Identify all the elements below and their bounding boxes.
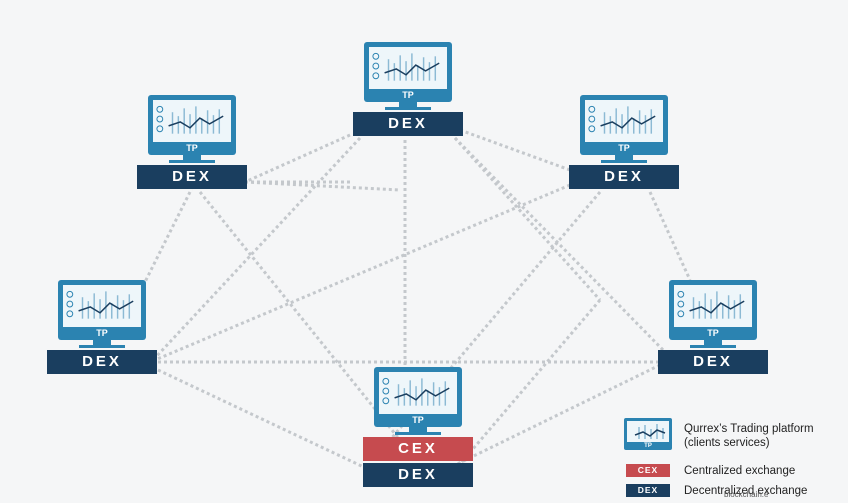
dex-label: DEX: [47, 350, 157, 374]
dex-label: DEX: [137, 165, 247, 189]
cex-label: CEX: [363, 437, 473, 461]
dex-label: DEX: [658, 350, 768, 374]
tp-badge: TP: [707, 328, 719, 338]
legend-cex-desc: Centralized exchange: [684, 465, 796, 477]
tp-badge: TP: [96, 328, 108, 338]
chart-screen-icon: [63, 285, 141, 327]
tp-badge: TP: [412, 415, 424, 425]
trading-platform-monitor: TP: [58, 280, 146, 340]
tp-badge: TP: [644, 443, 652, 449]
monitor-base: [395, 432, 441, 435]
monitor-stand: [399, 102, 417, 107]
trading-platform-monitor: TP: [148, 95, 236, 155]
monitor-stand: [704, 340, 722, 345]
monitor-base: [601, 160, 647, 163]
legend-cex: CEX Centralized exchange: [624, 463, 848, 483]
cex-dex-node-bottom: TP CEX DEX: [363, 367, 473, 487]
trading-platform-monitor: TP: [580, 95, 668, 155]
tp-badge: TP: [402, 90, 414, 100]
trading-platform-monitor: TP: [364, 42, 452, 102]
legend-dex-chip: DEX: [626, 484, 670, 497]
monitor-base: [385, 107, 431, 110]
monitor-stand: [183, 155, 201, 160]
monitor-base: [690, 345, 736, 348]
trading-platform-monitor: TP: [374, 367, 462, 427]
monitor-base: [169, 160, 215, 163]
trading-platform-monitor-icon: TP: [624, 418, 672, 450]
monitor-base: [79, 345, 125, 348]
legend-platform: TP Qurrex’s Trading platform (clients se…: [624, 418, 848, 460]
legend: TP Qurrex’s Trading platform (clients se…: [624, 418, 848, 503]
monitor-stand: [93, 340, 111, 345]
tp-badge: TP: [618, 143, 630, 153]
chart-screen-icon: [153, 100, 231, 142]
dex-label: DEX: [363, 463, 473, 487]
dex-node-right: TP DEX: [658, 280, 768, 374]
dex-node-left: TP DEX: [47, 280, 157, 374]
tp-badge: TP: [186, 143, 198, 153]
chart-screen-icon: [674, 285, 752, 327]
monitor-stand: [615, 155, 633, 160]
dex-node-top: TP DEX: [353, 42, 463, 136]
dex-label: DEX: [353, 112, 463, 136]
chart-screen-icon: [585, 100, 663, 142]
dex-node-upper-left: TP DEX: [137, 95, 247, 189]
dex-node-upper-right: TP DEX: [569, 95, 679, 189]
monitor-stand: [409, 427, 427, 432]
legend-dex: DEX Decentralized exchange: [624, 483, 848, 503]
trading-platform-monitor: TP: [669, 280, 757, 340]
watermark: blockchain.e: [724, 490, 769, 499]
chart-screen-icon: [369, 47, 447, 89]
legend-dex-desc: Decentralized exchange: [684, 485, 808, 497]
dex-label: DEX: [569, 165, 679, 189]
legend-platform-line2: (clients services): [684, 437, 770, 449]
legend-platform-line1: Qurrex’s Trading platform: [684, 423, 814, 435]
legend-cex-chip: CEX: [626, 464, 670, 477]
chart-screen-icon: [379, 372, 457, 414]
